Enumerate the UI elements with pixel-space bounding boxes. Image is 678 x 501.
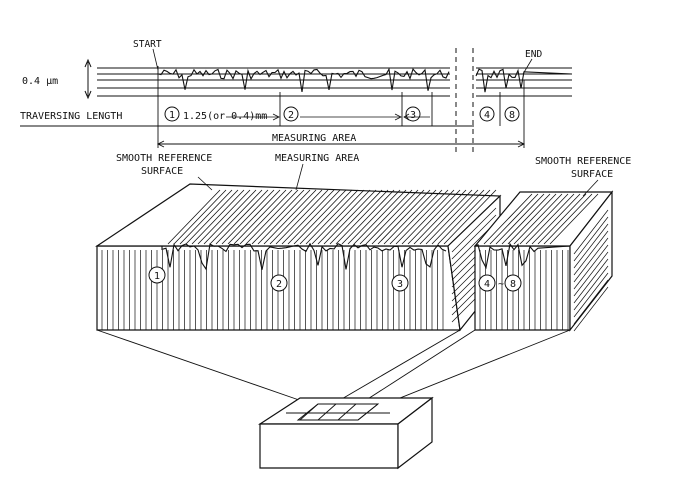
measuring-area-leader (295, 163, 304, 191)
svg-text:3: 3 (410, 110, 416, 121)
start-label: START (133, 39, 162, 50)
roughness-profile-trace (97, 67, 450, 92)
right-surface-label-line1: SMOOTH REFERENCE (535, 156, 631, 167)
block-marker-4: 4 (478, 274, 496, 292)
left-surface-label-line1: SMOOTH REFERENCE (116, 153, 212, 164)
svg-text:3: 3 (397, 279, 403, 290)
svg-text:2: 2 (288, 110, 294, 121)
profile-marker-2: 2 (283, 106, 299, 122)
cutoff-arrows (226, 113, 430, 121)
measuring-area-label-top: MEASURING AREA (272, 133, 356, 144)
end-leader (522, 58, 533, 75)
cutoff-length-label: 1.25(or 0.4)mm (183, 111, 267, 122)
start-leader (152, 48, 159, 71)
right-surface-leader (582, 179, 599, 197)
block-marker-1: 1 (148, 266, 166, 284)
right-block-segment (473, 190, 614, 332)
profile-marker-1: 1 (164, 106, 180, 122)
left-block-segment (95, 183, 502, 332)
block-range-separator: ~ (498, 279, 504, 290)
svg-text:4: 4 (484, 279, 490, 290)
amplitude-arrow (84, 58, 92, 100)
svg-text:4: 4 (484, 110, 490, 121)
left-surface-label-line2: SURFACE (141, 166, 183, 177)
profile-marker-8: 8 (504, 106, 520, 122)
profile-marker-4: 4 (479, 106, 495, 122)
block-front-profile (97, 242, 571, 271)
profile-trace-section: 0.4 μm START END TRAVERSING LENGTH (20, 39, 573, 152)
specimen-block (257, 396, 434, 470)
end-label: END (525, 49, 542, 60)
block-marker-2: 2 (270, 274, 288, 292)
surface-block-section: SMOOTH REFERENCE SURFACE MEASURING AREA … (95, 153, 631, 332)
svg-text:8: 8 (510, 279, 516, 290)
traversing-length-label: TRAVERSING LENGTH (20, 111, 122, 122)
measuring-area-dimension (156, 140, 526, 148)
right-surface-label-line2: SURFACE (571, 169, 613, 180)
block-marker-3: 3 (391, 274, 409, 292)
measuring-area-label-block: MEASURING AREA (275, 153, 359, 164)
svg-text:8: 8 (509, 110, 515, 121)
profile-marker-3: 3 (405, 106, 421, 122)
svg-text:1: 1 (169, 110, 175, 121)
amplitude-label: 0.4 μm (22, 76, 58, 87)
svg-text:1: 1 (154, 271, 160, 282)
projection-lines (96, 329, 571, 407)
left-surface-leader (197, 176, 213, 191)
svg-text:2: 2 (276, 279, 282, 290)
profile-break-marks (455, 48, 474, 152)
cutoff-dividers (157, 66, 525, 148)
roughness-profile-trace-end (475, 68, 573, 93)
block-marker-8: 8 (504, 274, 522, 292)
